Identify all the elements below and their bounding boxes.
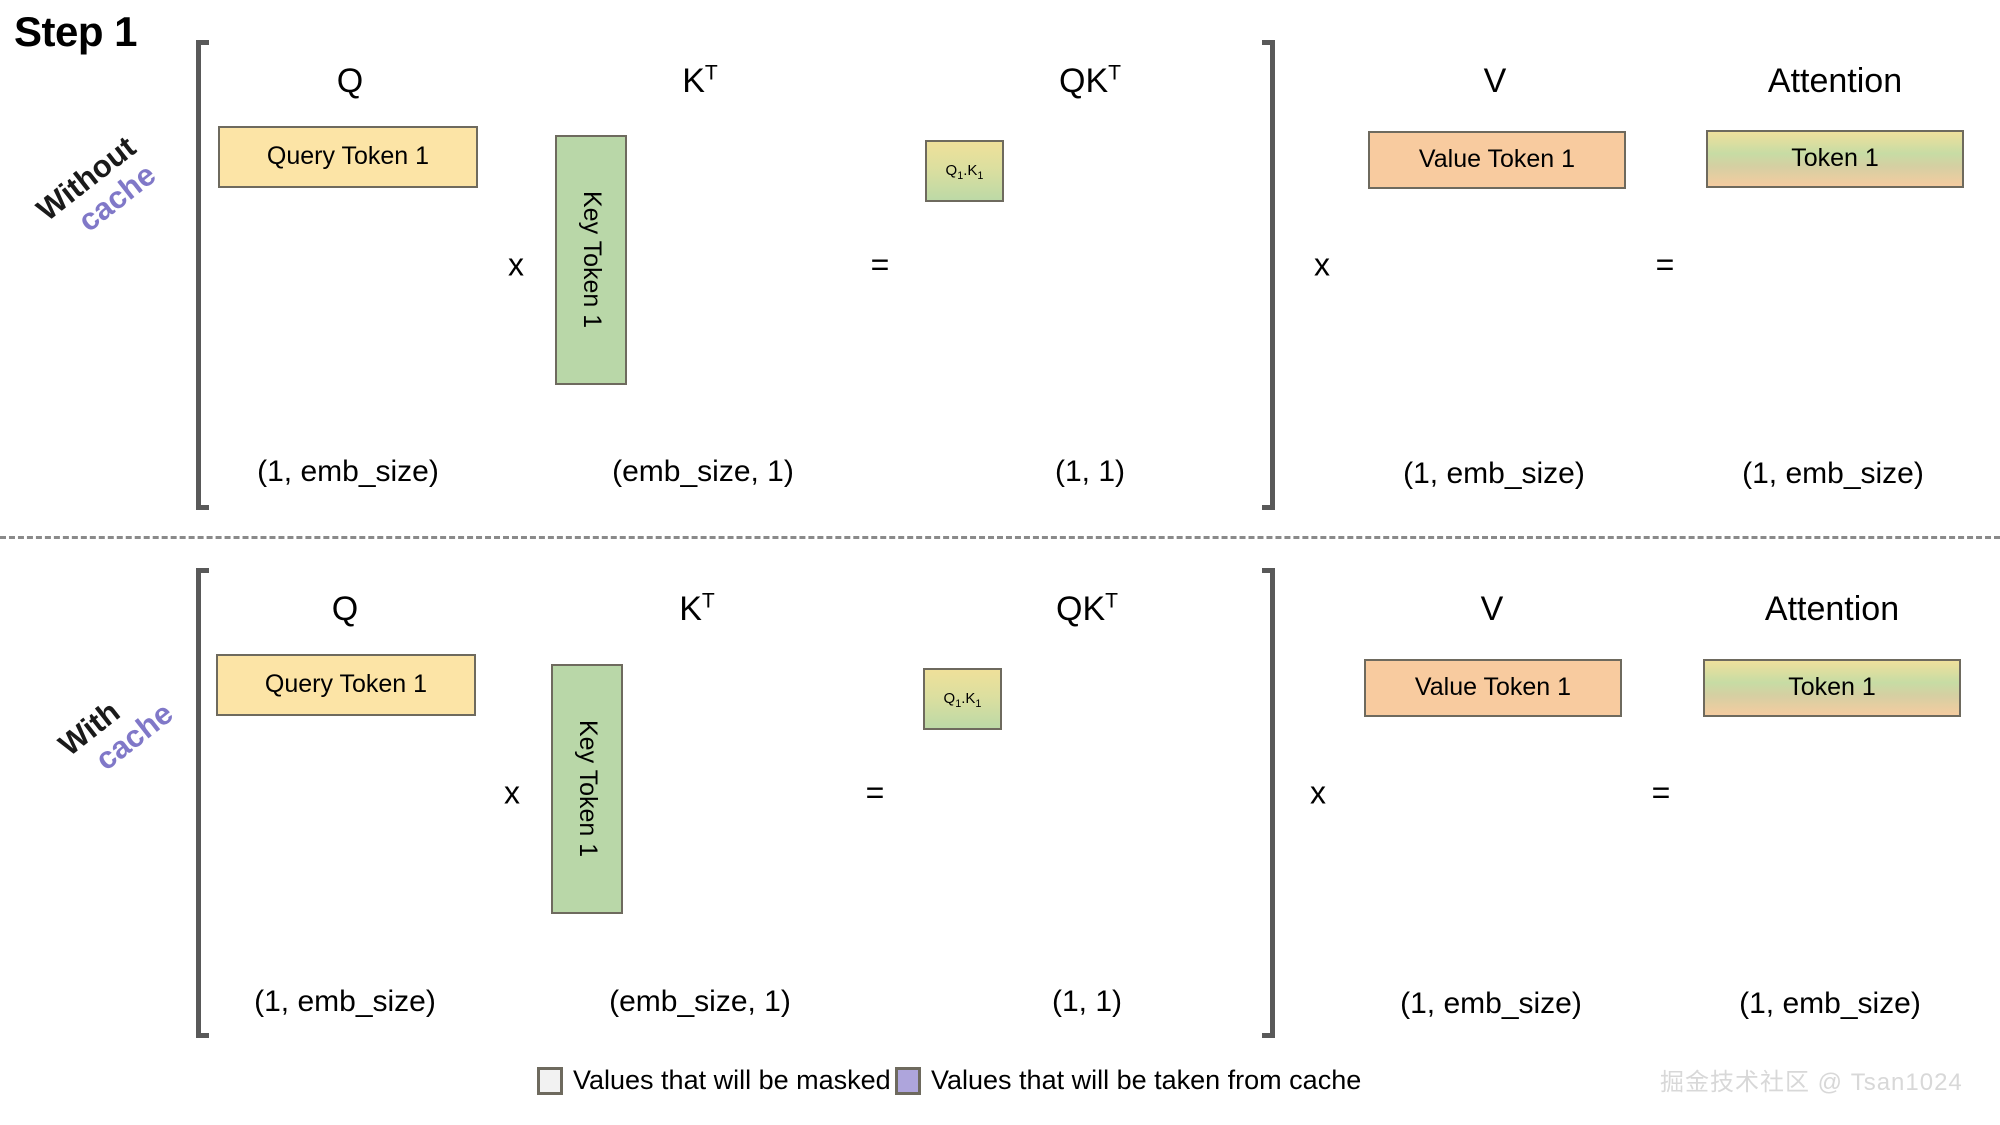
- legend-label-masked: Values that will be masked: [573, 1065, 891, 1095]
- row1-qk-product-box[interactable]: Q1.K1: [925, 140, 1004, 202]
- row-label-with-cache: With cache: [52, 669, 180, 791]
- row1-bracket-right: [1262, 40, 1275, 510]
- section-divider: [0, 536, 2000, 539]
- legend-label-cache: Values that will be taken from cache: [931, 1065, 1362, 1095]
- row1-multiply-2: x: [1314, 246, 1330, 283]
- row1-query-token-box[interactable]: Query Token 1: [218, 126, 478, 188]
- row1-attention-label: Token 1: [1791, 144, 1879, 173]
- row2-v-header: V: [1480, 590, 1504, 628]
- row2-qk-product-label: Q1.K1: [943, 689, 982, 710]
- row1-multiply-1: x: [508, 246, 524, 283]
- row2-attention-dim: (1, emb_size): [1739, 987, 1921, 1020]
- row1-equals-1: =: [870, 246, 890, 283]
- row2-kt-header: KT: [679, 589, 715, 628]
- row2-multiply-2: x: [1310, 774, 1326, 811]
- row1-value-token-label: Value Token 1: [1418, 145, 1576, 174]
- row1-k-dim: (emb_size, 1): [612, 455, 794, 488]
- row1-v-dim: (1, emb_size): [1403, 457, 1585, 490]
- row2-equals-2: =: [1651, 774, 1671, 811]
- row2-attention-label: Token 1: [1788, 673, 1876, 702]
- row2-key-token-label: Key Token 1: [573, 720, 602, 858]
- row1-kt-header: KT: [682, 61, 718, 100]
- page-title: Step 1: [14, 8, 138, 55]
- row2-k-dim: (emb_size, 1): [609, 985, 791, 1018]
- row1-qk-product-label: Q1.K1: [945, 161, 984, 182]
- row2-bracket-left: [196, 568, 209, 1038]
- row1-q-header: Q: [336, 62, 364, 100]
- row2-qk-dim: (1, 1): [1051, 985, 1123, 1018]
- row1-q-dim: (1, emb_size): [257, 455, 439, 488]
- row2-attention-box[interactable]: Token 1: [1703, 659, 1961, 717]
- row1-value-token-box[interactable]: Value Token 1: [1368, 131, 1626, 189]
- row2-v-dim: (1, emb_size): [1400, 987, 1582, 1020]
- row1-key-token-box[interactable]: Key Token 1: [555, 135, 627, 385]
- row1-attention-box[interactable]: Token 1: [1706, 130, 1964, 188]
- row2-qk-product-box[interactable]: Q1.K1: [923, 668, 1002, 730]
- cache-swatch-icon: [895, 1066, 921, 1095]
- row2-equals-1: =: [865, 774, 885, 811]
- row-label-without-cache: Without cache: [30, 129, 164, 255]
- row2-bracket-right: [1262, 568, 1275, 1038]
- row1-key-token-label: Key Token 1: [577, 191, 606, 329]
- row1-attention-header: Attention: [1767, 62, 1903, 100]
- row1-bracket-left: [196, 40, 209, 510]
- row2-value-token-box[interactable]: Value Token 1: [1364, 659, 1622, 717]
- row1-equals-2: =: [1655, 246, 1675, 283]
- row2-q-dim: (1, emb_size): [254, 985, 436, 1018]
- row2-key-token-box[interactable]: Key Token 1: [551, 664, 623, 914]
- legend-item-cache: Values that will be taken from cache: [895, 1065, 1361, 1096]
- row1-qk-dim: (1, 1): [1054, 455, 1126, 488]
- masked-swatch-icon: [537, 1066, 563, 1095]
- legend-item-masked: Values that will be masked: [537, 1065, 891, 1096]
- row2-query-token-label: Query Token 1: [264, 670, 428, 699]
- row1-qkt-header: QKT: [1058, 61, 1122, 100]
- row2-value-token-label: Value Token 1: [1414, 673, 1572, 702]
- row2-multiply-1: x: [504, 774, 520, 811]
- row1-attention-dim: (1, emb_size): [1742, 457, 1924, 490]
- row2-attention-header: Attention: [1764, 590, 1900, 628]
- row2-query-token-box[interactable]: Query Token 1: [216, 654, 476, 716]
- row2-qkt-header: QKT: [1055, 589, 1119, 628]
- row1-query-token-label: Query Token 1: [266, 142, 430, 171]
- row1-v-header: V: [1483, 62, 1507, 100]
- row2-q-header: Q: [331, 590, 359, 628]
- watermark: 掘金技术社区 @ Tsan1024: [1660, 1069, 1963, 1096]
